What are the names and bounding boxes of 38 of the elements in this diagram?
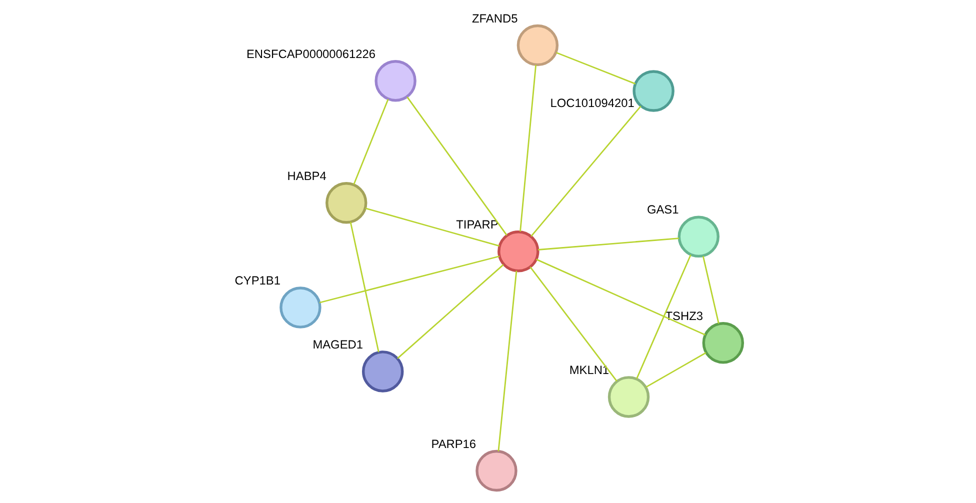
connector [364,208,500,247]
connector [318,256,500,304]
connector [535,258,706,336]
node-circle [607,376,650,418]
node-label: LOC101094201 [550,96,634,110]
connector [556,52,636,84]
connector [537,238,679,250]
node-label: HABP4 [286,168,326,183]
connector [529,266,617,382]
node-circle [632,70,674,112]
node-label: MKLN1 [568,362,609,377]
connector [645,352,706,388]
connector [396,264,504,359]
connector [497,270,517,452]
node-label: TIPARP [456,217,498,232]
node-label: ZFAND5 [472,11,518,26]
node-circle [361,350,404,392]
node-circle [475,450,517,492]
node-label: TSHZ3 [664,308,702,323]
node-label: GAS1 [646,202,678,217]
connector [352,98,388,185]
connector [530,106,641,237]
node-label: MAGED1 [312,337,363,352]
node-circle [374,60,416,102]
connector [349,222,379,352]
node-circle [516,24,558,66]
node-label: CYP1B1 [234,274,280,288]
node-circle [497,230,539,272]
node-label: PARP16 [430,436,476,451]
connector [519,64,536,232]
connector [702,256,719,324]
node-circle [279,286,321,328]
node-circle [702,322,744,364]
connector [636,254,691,379]
connector [406,96,507,236]
node-circle [677,216,719,258]
node-circle [325,182,367,224]
node-label: ENSFCAP00000061226 [246,46,376,61]
